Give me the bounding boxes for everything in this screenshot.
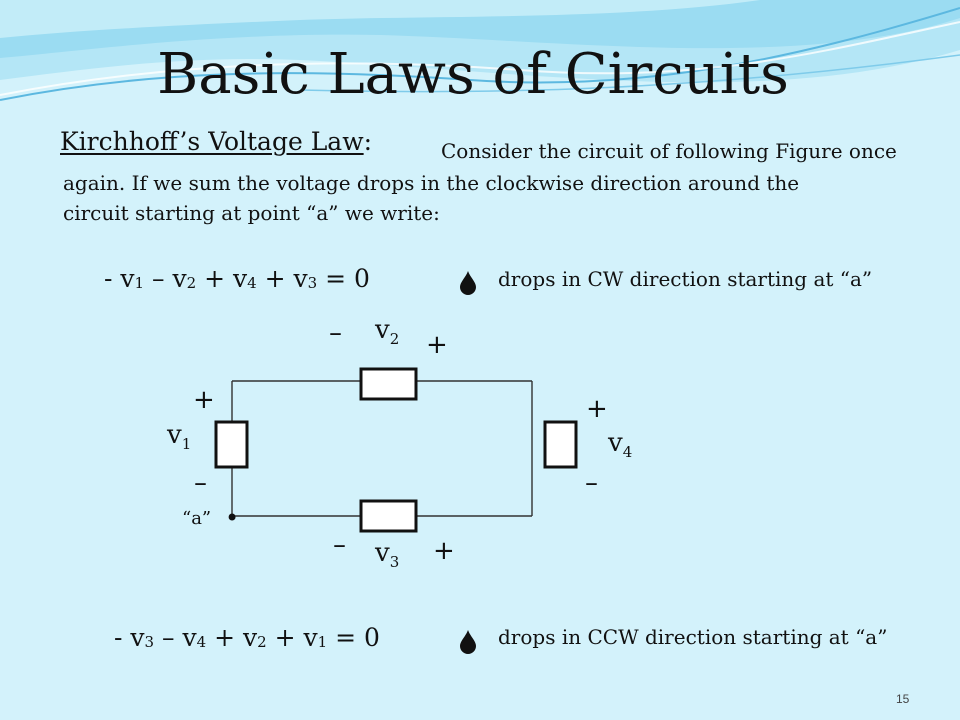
drop-icon: [460, 630, 476, 654]
v4-minus: –: [585, 468, 598, 498]
wave-line-3: [299, 54, 960, 93]
wave-line-1: [0, 7, 960, 101]
ccw-equation: - v3 – v4 + v2 + v1 = 0: [114, 623, 380, 652]
v1-plus: +: [193, 385, 215, 415]
resistor-v1: [214, 420, 249, 469]
v4-plus: +: [586, 394, 608, 424]
drop-icon: [460, 271, 476, 295]
cw-note: drops in CW direction starting at “a”: [498, 267, 873, 291]
wave-top: [0, 0, 760, 38]
v4-label: v4: [608, 428, 633, 461]
intro-line-3: circuit starting at point “a” we write:: [63, 201, 440, 225]
intro-line-2: again. If we sum the voltage drops in th…: [63, 171, 800, 195]
v2-plus: +: [426, 330, 448, 360]
slide-title: Basic Laws of Circuits: [157, 42, 789, 107]
resistor-v3: [359, 499, 418, 533]
v1-minus: –: [194, 468, 207, 498]
node-a-label: “a”: [182, 508, 212, 529]
resistor-v4: [543, 420, 578, 469]
v3-plus: +: [433, 536, 455, 566]
v3-label: v3: [375, 538, 400, 571]
v1-label: v1: [167, 420, 192, 453]
kvl-colon: :: [363, 127, 373, 156]
v3-minus: –: [333, 530, 346, 560]
ccw-note: drops in CCW direction starting at “a”: [498, 625, 888, 649]
v2-label: v2: [375, 315, 400, 348]
wave-line-2: [0, 21, 960, 96]
kvl-heading: Kirchhoff’s Voltage Law:: [60, 127, 372, 156]
kvl-label: Kirchhoff’s Voltage Law: [60, 127, 364, 156]
v2-minus: –: [329, 318, 342, 348]
node-a-dot: •: [225, 504, 240, 532]
intro-line-1: Consider the circuit of following Figure…: [441, 139, 897, 163]
resistor-v2: [359, 367, 418, 401]
page-number: 15: [896, 692, 910, 706]
cw-equation: - v1 – v2 + v4 + v3 = 0: [104, 264, 370, 293]
